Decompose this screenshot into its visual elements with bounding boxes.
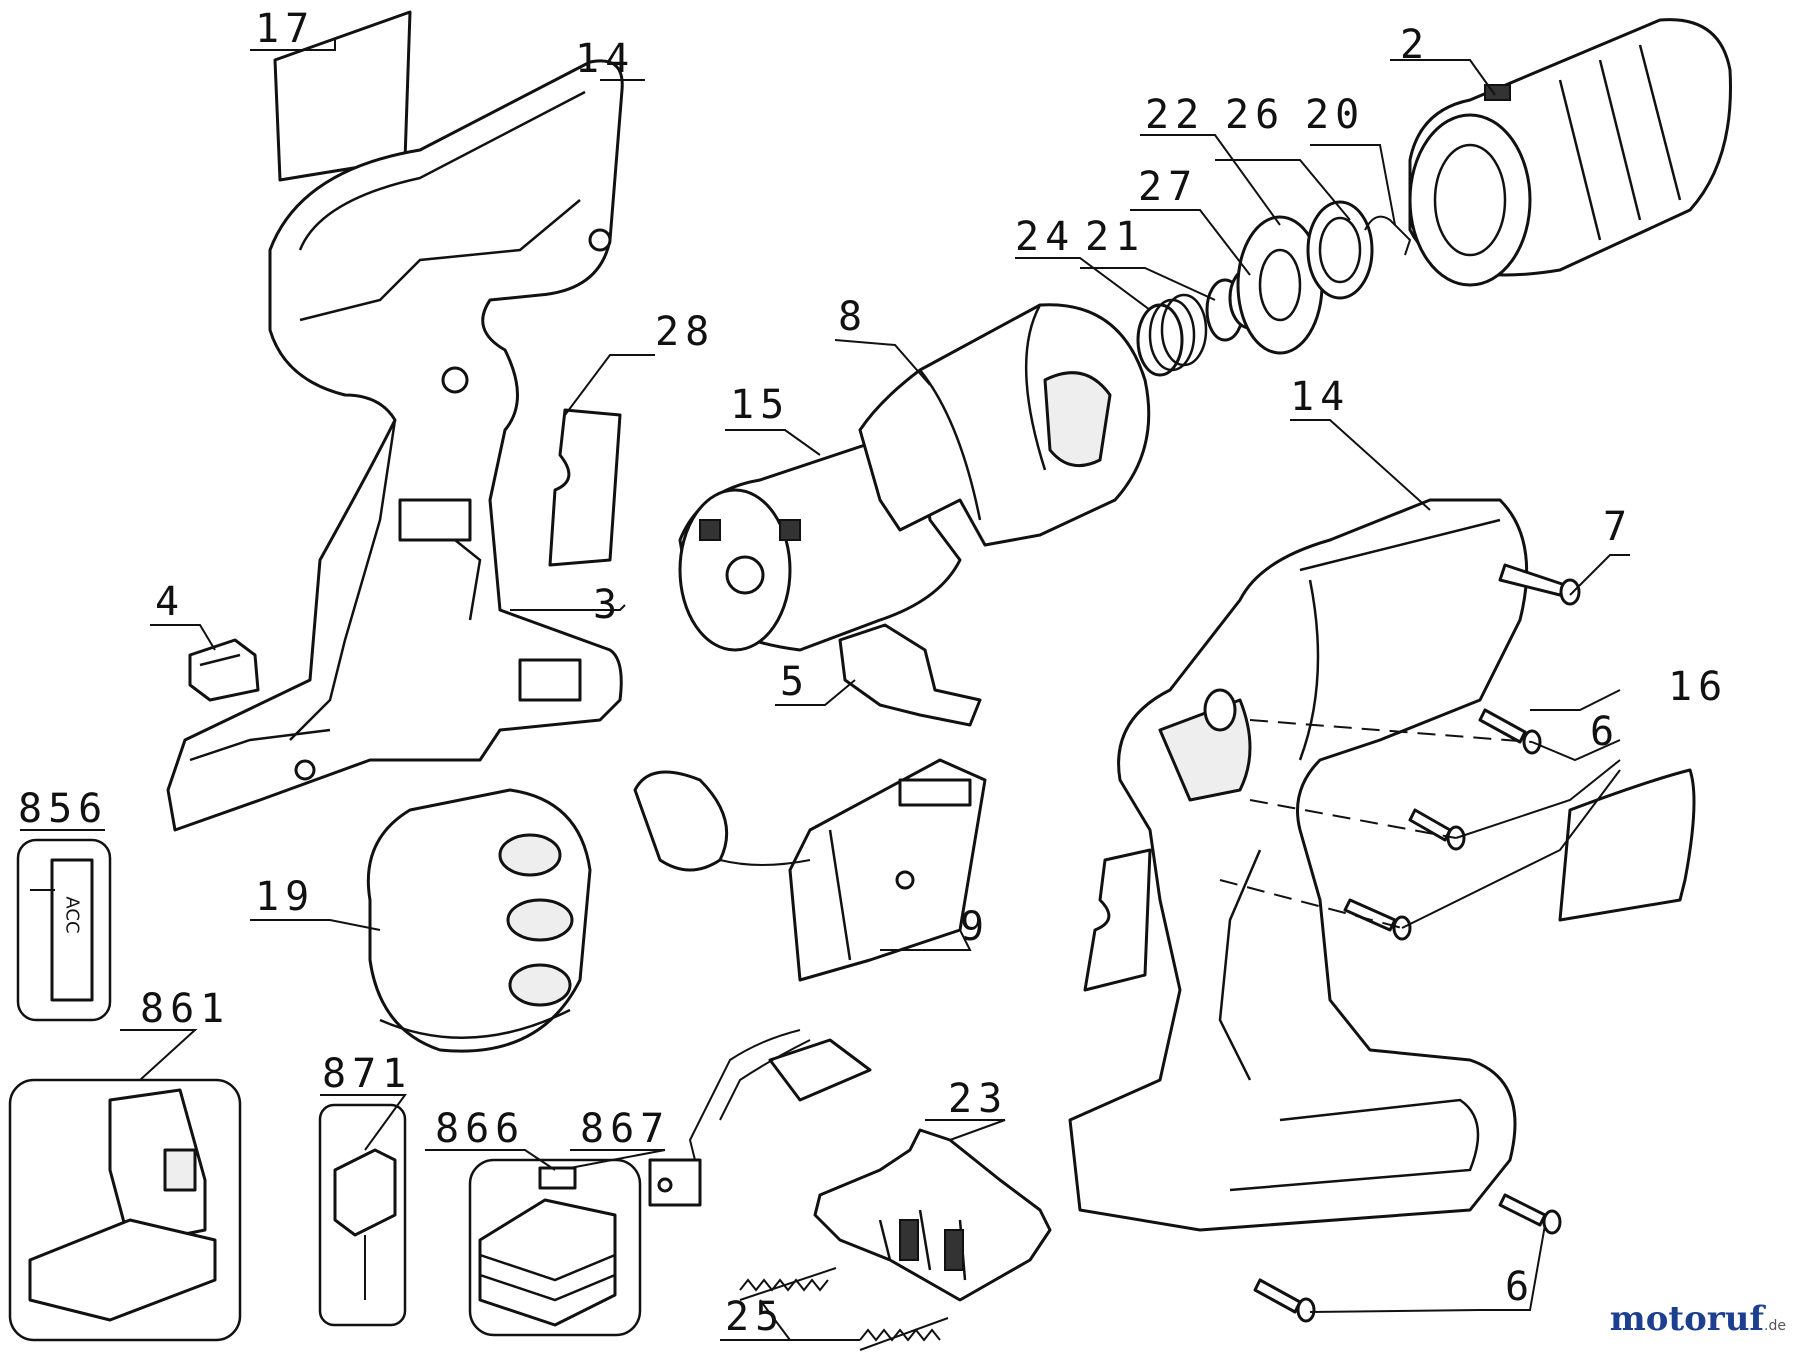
part-number-866: 866 bbox=[435, 1106, 525, 1152]
part-number-22: 22 bbox=[1145, 92, 1205, 138]
part-number-7: 7 bbox=[1603, 504, 1633, 550]
part-number-867: 867 bbox=[580, 1106, 670, 1152]
part-7-screw bbox=[1498, 563, 1581, 606]
watermark-suffix-text: .de bbox=[1764, 1318, 1786, 1334]
part-14-right-housing bbox=[1068, 498, 1529, 1232]
part-9-switch bbox=[633, 758, 987, 1207]
part-number-26: 26 bbox=[1225, 92, 1285, 138]
part-19-battery-cover bbox=[366, 788, 592, 1053]
part-number-24: 24 bbox=[1015, 214, 1075, 260]
watermark-main-text: motoruf bbox=[1609, 1299, 1765, 1339]
part-number-8: 8 bbox=[838, 294, 868, 340]
part-number-19: 19 bbox=[255, 874, 315, 920]
part-23-terminal-block bbox=[813, 1128, 1052, 1302]
part-number-14-right: 14 bbox=[1290, 374, 1350, 420]
part-6-screws-lower bbox=[1253, 1193, 1562, 1323]
part-26-ring bbox=[1306, 200, 1374, 300]
part-number-28: 28 bbox=[655, 309, 715, 355]
part-856-acc-box: ACC bbox=[16, 838, 112, 1022]
part-number-labels: 17 14 2 22 26 20 27 24 21 28 8 15 14 7 4… bbox=[18, 6, 1728, 1340]
part-8-gearbox bbox=[858, 303, 1151, 547]
part-866-battery-pack-box bbox=[468, 1158, 642, 1337]
part-plate-right bbox=[1083, 848, 1152, 992]
part-number-856: 856 bbox=[18, 786, 108, 832]
part-number-20: 20 bbox=[1305, 92, 1365, 138]
part-28-plate bbox=[548, 408, 622, 567]
watermark-logo: motoruf.de bbox=[1610, 1299, 1786, 1339]
part-5-switch-part bbox=[838, 623, 982, 727]
leader-lines bbox=[20, 40, 1630, 1341]
acc-label-text: ACC bbox=[62, 896, 83, 933]
part-number-6-upper: 6 bbox=[1590, 709, 1620, 755]
part-number-15: 15 bbox=[730, 382, 790, 428]
part-number-17: 17 bbox=[255, 6, 315, 52]
part-2-chuck bbox=[1408, 18, 1732, 287]
part-number-2: 2 bbox=[1400, 22, 1430, 68]
part-25-springs bbox=[739, 1267, 949, 1351]
part-24-spring bbox=[1136, 293, 1208, 377]
part-6-screws-upper bbox=[1219, 708, 1542, 941]
part-number-861: 861 bbox=[140, 986, 230, 1032]
part-number-5: 5 bbox=[780, 659, 810, 705]
part-number-9: 9 bbox=[960, 904, 990, 950]
part-number-25: 25 bbox=[725, 1294, 785, 1340]
part-861-carry-case-box bbox=[8, 1078, 242, 1342]
part-number-4: 4 bbox=[155, 579, 185, 625]
part-number-6-lower: 6 bbox=[1505, 1264, 1535, 1310]
part-20-wire-spring bbox=[1364, 215, 1412, 256]
part-14-left-housing bbox=[166, 59, 624, 832]
part-number-27: 27 bbox=[1138, 164, 1198, 210]
part-number-14-left: 14 bbox=[575, 36, 635, 82]
part-number-16: 16 bbox=[1668, 664, 1728, 710]
part-16-label-sticker bbox=[1558, 768, 1696, 922]
part-number-871: 871 bbox=[322, 1051, 412, 1097]
part-number-23: 23 bbox=[948, 1076, 1008, 1122]
part-871-charger-box bbox=[318, 1103, 407, 1327]
part-number-21: 21 bbox=[1085, 214, 1145, 260]
part-4-clip bbox=[188, 638, 260, 702]
part-number-3: 3 bbox=[593, 582, 623, 628]
